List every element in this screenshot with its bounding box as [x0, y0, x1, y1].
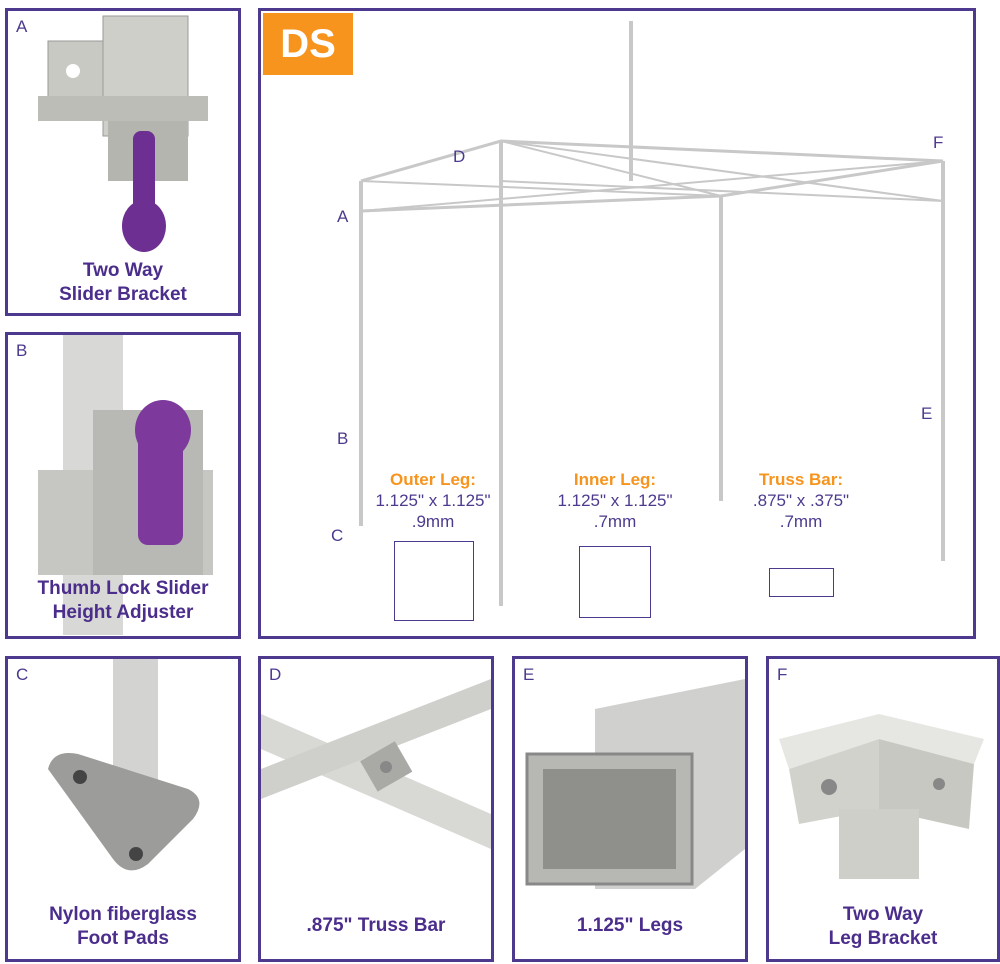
- panel-letter: F: [777, 665, 788, 684]
- spec-title: Inner Leg:: [573, 470, 657, 489]
- label-b: B: [337, 429, 349, 448]
- panel-letter: C: [16, 665, 29, 684]
- truss-bar-profile: [769, 568, 834, 597]
- spec-size: 1.125" x 1.125": [557, 491, 673, 510]
- thumb-lock-image: [38, 335, 213, 635]
- leg-bracket-image: [779, 714, 984, 879]
- outer-leg-profile: [394, 541, 474, 621]
- canopy-frame-drawing: [359, 21, 945, 606]
- spec-size: 1.125" x 1.125": [375, 491, 491, 510]
- slider-bracket-image: [38, 15, 208, 252]
- spec-inner-leg: Inner Leg: 1.125" x 1.125" .7mm: [535, 469, 695, 532]
- panel-letter: E: [523, 665, 535, 684]
- caption-line-1: Two Way: [82, 260, 164, 281]
- label-e: E: [921, 404, 933, 423]
- spec-thickness: .9mm: [411, 512, 455, 531]
- caption-line-2: Leg Bracket: [828, 928, 938, 949]
- caption-line-2: Height Adjuster: [52, 602, 194, 623]
- spec-title: Truss Bar:: [758, 470, 844, 489]
- label-d: D: [453, 147, 466, 166]
- spec-outer-leg: Outer Leg: 1.125" x 1.125" .9mm: [353, 469, 513, 532]
- caption-line-1: 1.125" Legs: [576, 915, 684, 936]
- truss-bar-image: [261, 679, 491, 849]
- spec-thickness: .7mm: [593, 512, 637, 531]
- inner-leg-profile: [579, 546, 651, 618]
- caption-line-2: Foot Pads: [77, 928, 169, 949]
- label-c: C: [331, 526, 344, 545]
- caption-line-2: Slider Bracket: [59, 284, 187, 305]
- caption-line-1: Thumb Lock Slider: [37, 578, 209, 599]
- model-badge: DS: [263, 13, 353, 75]
- panel-e-legs: E 1.125" Legs: [512, 656, 748, 962]
- spec-title: Outer Leg:: [390, 470, 476, 489]
- caption-line-1: .875" Truss Bar: [306, 915, 446, 936]
- foot-pad-image: [48, 659, 200, 871]
- caption-line-1: Nylon fiberglass: [49, 904, 197, 925]
- panel-letter: B: [16, 341, 28, 360]
- caption-line-1: Two Way: [842, 904, 924, 925]
- label-f: F: [933, 133, 944, 152]
- panel-d-truss-bar: D .875" Truss Bar: [258, 656, 494, 962]
- main-frame-diagram: DS A B C D E F Outer Leg: 1.125" x 1.125"…: [258, 8, 976, 639]
- panel-letter: A: [16, 17, 28, 36]
- legs-image: [525, 679, 745, 889]
- label-a: A: [337, 207, 349, 226]
- spec-truss-bar: Truss Bar: .875" x .375" .7mm: [721, 469, 881, 532]
- panel-letter: D: [269, 665, 282, 684]
- spec-thickness: .7mm: [779, 512, 823, 531]
- spec-size: .875" x .375": [752, 491, 850, 510]
